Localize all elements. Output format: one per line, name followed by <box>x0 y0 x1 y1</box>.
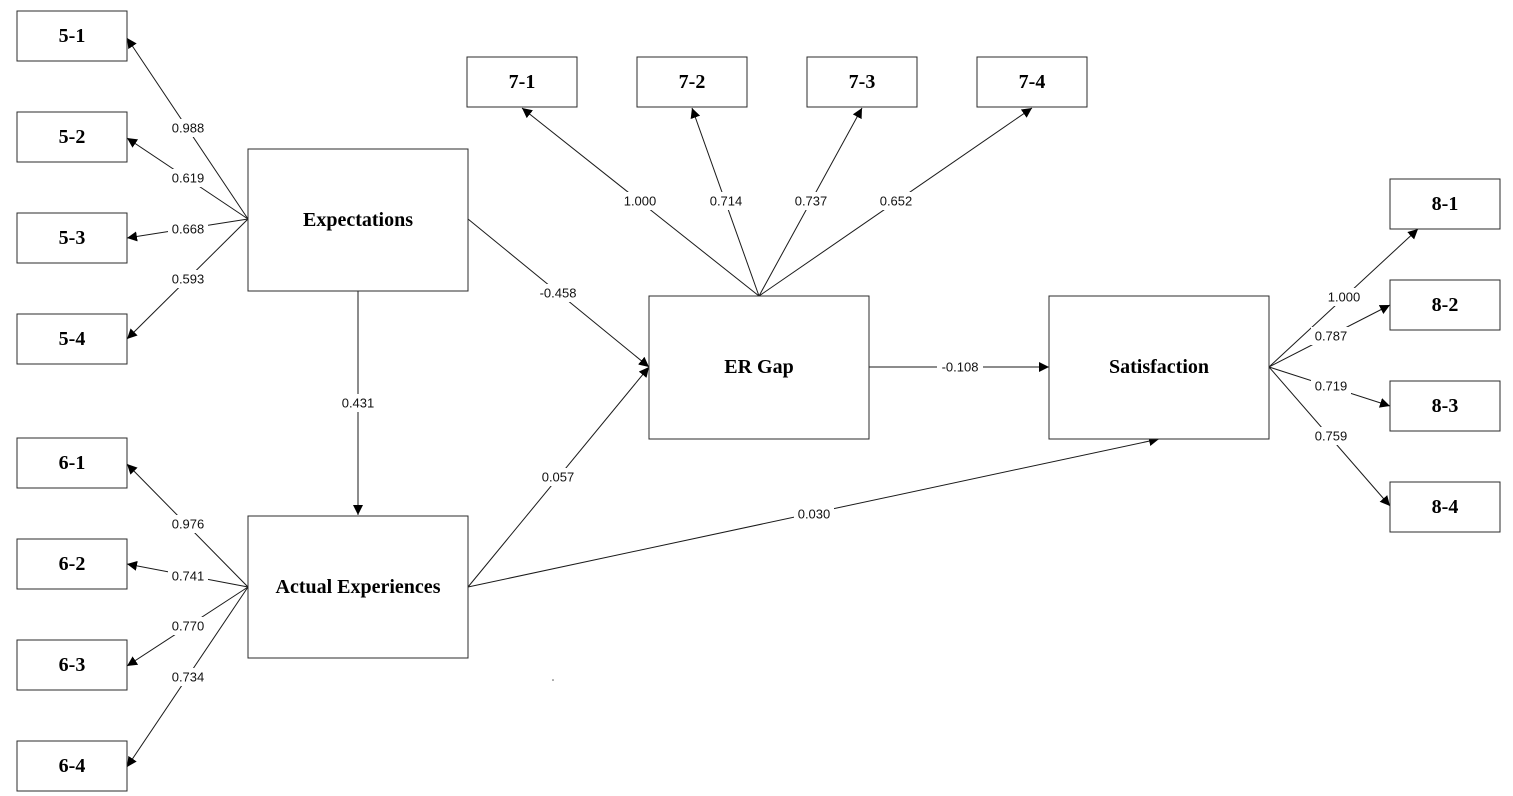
svg-text:0.787: 0.787 <box>1315 329 1348 344</box>
svg-text:1.000: 1.000 <box>1328 290 1361 305</box>
svg-text:5-3: 5-3 <box>59 227 86 249</box>
latent-expectations: Expectations <box>247 148 469 292</box>
svg-text:-0.108: -0.108 <box>942 360 979 375</box>
indicator-7-1: 7-1 <box>466 56 578 108</box>
indicator-6-1: 6-1 <box>16 437 128 489</box>
stray-dot <box>552 679 554 681</box>
indicator-8-3: 8-3 <box>1389 380 1501 432</box>
loading-label-7-2: 0.714 <box>706 192 746 210</box>
svg-text:5-4: 5-4 <box>59 328 86 350</box>
loading-label-5-3: 0.668 <box>168 220 208 238</box>
path-label-gap-sat: -0.108 <box>937 358 983 376</box>
svg-text:7-4: 7-4 <box>1019 71 1046 93</box>
svg-text:0.737: 0.737 <box>795 194 828 209</box>
loading-label-5-1: 0.988 <box>168 119 208 137</box>
latent-actual-experiences: Actual Experiences <box>247 515 469 659</box>
loading-label-8-2: 0.787 <box>1311 327 1351 345</box>
path-label-act-sat: 0.030 <box>794 505 834 523</box>
indicator-7-2: 7-2 <box>636 56 748 108</box>
path-label-act-gap: 0.057 <box>538 468 578 486</box>
indicator-6-3: 6-3 <box>16 639 128 691</box>
svg-text:0.431: 0.431 <box>342 396 375 411</box>
loading-label-8-4: 0.759 <box>1311 427 1351 445</box>
latent-er-gap: ER Gap <box>648 295 870 440</box>
svg-text:6-4: 6-4 <box>59 755 86 777</box>
svg-text:0.770: 0.770 <box>172 619 205 634</box>
path-label-exp-gap: -0.458 <box>535 284 581 302</box>
svg-text:-0.458: -0.458 <box>540 286 577 301</box>
svg-text:6-2: 6-2 <box>59 553 86 575</box>
path-label-exp-act: 0.431 <box>338 394 378 412</box>
indicator-6-2: 6-2 <box>16 538 128 590</box>
loading-label-5-4: 0.593 <box>168 270 208 288</box>
loading-label-8-3: 0.719 <box>1311 377 1351 395</box>
loading-label-7-1: 1.000 <box>620 192 660 210</box>
svg-text:0.030: 0.030 <box>798 507 831 522</box>
indicator-7-4: 7-4 <box>976 56 1088 108</box>
svg-text:0.734: 0.734 <box>172 670 205 685</box>
svg-text:8-2: 8-2 <box>1432 294 1459 316</box>
indicator-5-1: 5-1 <box>16 10 128 62</box>
indicator-6-4: 6-4 <box>16 740 128 792</box>
svg-text:0.619: 0.619 <box>172 171 205 186</box>
svg-text:1.000: 1.000 <box>624 194 657 209</box>
loading-label-7-3: 0.737 <box>791 192 831 210</box>
svg-text:8-1: 8-1 <box>1432 193 1459 215</box>
svg-text:5-2: 5-2 <box>59 126 86 148</box>
indicator-5-4: 5-4 <box>16 313 128 365</box>
loading-label-8-1: 1.000 <box>1324 288 1364 306</box>
svg-text:8-3: 8-3 <box>1432 395 1459 417</box>
indicator-7-3: 7-3 <box>806 56 918 108</box>
svg-text:Expectations: Expectations <box>303 209 413 231</box>
svg-text:Actual Experiences: Actual Experiences <box>276 576 441 598</box>
svg-text:0.759: 0.759 <box>1315 429 1348 444</box>
loading-label-5-2: 0.619 <box>168 169 208 187</box>
svg-text:7-1: 7-1 <box>509 71 536 93</box>
svg-text:6-1: 6-1 <box>59 452 86 474</box>
svg-text:0.057: 0.057 <box>542 470 575 485</box>
indicator-8-1: 8-1 <box>1389 178 1501 230</box>
svg-text:ER Gap: ER Gap <box>724 356 793 378</box>
loading-label-6-3: 0.770 <box>168 617 208 635</box>
svg-text:0.741: 0.741 <box>172 569 205 584</box>
svg-text:8-4: 8-4 <box>1432 496 1459 518</box>
latent-satisfaction: Satisfaction <box>1048 295 1270 440</box>
svg-text:5-1: 5-1 <box>59 25 86 47</box>
svg-text:0.976: 0.976 <box>172 517 205 532</box>
loading-label-6-4: 0.734 <box>168 668 208 686</box>
indicator-5-3: 5-3 <box>16 212 128 264</box>
svg-text:0.652: 0.652 <box>880 194 913 209</box>
svg-text:0.593: 0.593 <box>172 272 205 287</box>
svg-text:0.719: 0.719 <box>1315 379 1348 394</box>
loading-label-6-2: 0.741 <box>168 567 208 585</box>
svg-text:7-3: 7-3 <box>849 71 876 93</box>
loading-label-6-1: 0.976 <box>168 515 208 533</box>
svg-text:Satisfaction: Satisfaction <box>1109 356 1209 378</box>
svg-text:6-3: 6-3 <box>59 654 86 676</box>
indicator-8-2: 8-2 <box>1389 279 1501 331</box>
svg-text:0.988: 0.988 <box>172 121 205 136</box>
indicator-5-2: 5-2 <box>16 111 128 163</box>
svg-text:7-2: 7-2 <box>679 71 706 93</box>
loading-label-7-4: 0.652 <box>876 192 916 210</box>
indicator-8-4: 8-4 <box>1389 481 1501 533</box>
svg-text:0.714: 0.714 <box>710 194 743 209</box>
svg-text:0.668: 0.668 <box>172 222 205 237</box>
